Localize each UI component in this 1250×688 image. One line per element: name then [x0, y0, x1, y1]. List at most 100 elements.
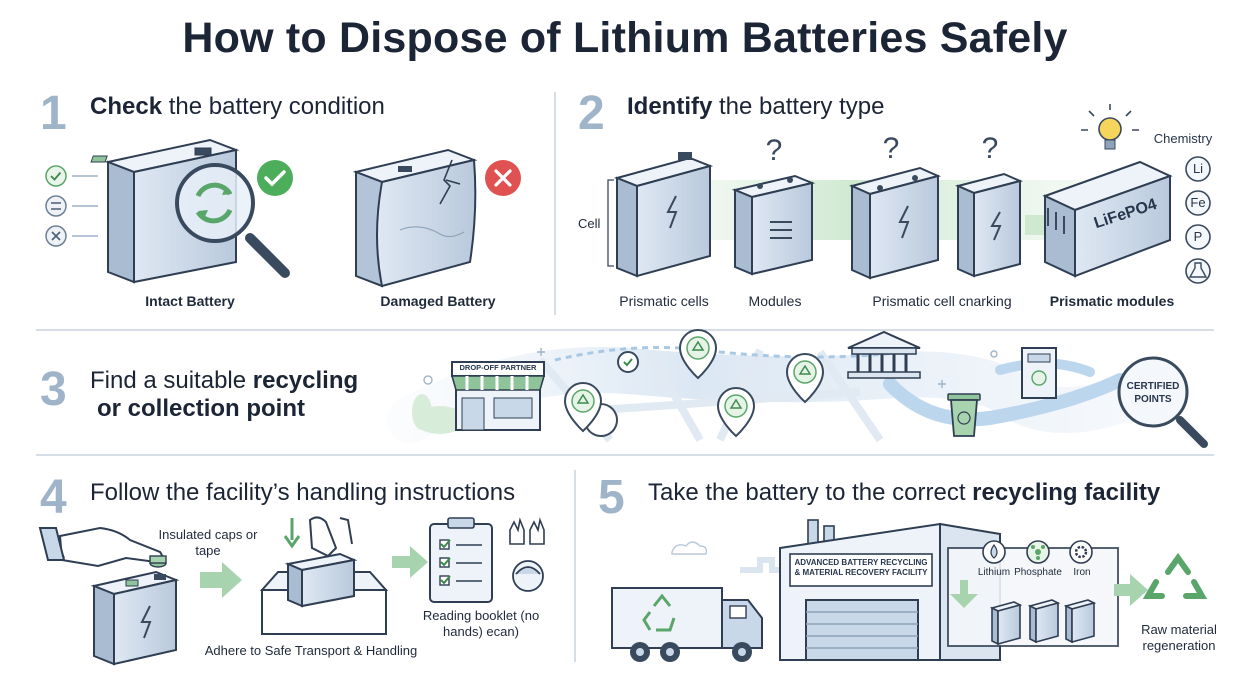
recycling-bin-icon	[947, 393, 981, 437]
flask-icon	[1188, 262, 1208, 278]
phosphate-molecule-icon	[1026, 540, 1050, 564]
map-pins	[563, 328, 825, 438]
checkpoint-pin	[617, 351, 639, 373]
small-cell-illustration	[954, 172, 1024, 278]
route-arrow-flow	[554, 346, 906, 362]
material-phosphate: Phosphate	[1014, 567, 1062, 578]
safe-transport-caption: Adhere to Safe Transport & Handling	[204, 643, 418, 658]
step-2-heading: Identify the battery type	[627, 93, 885, 120]
check-circle-icon	[257, 160, 293, 196]
step-number-3: 3	[40, 363, 67, 416]
certified-points-badge: CERTIFIED POINTS	[1126, 381, 1180, 405]
certified-magnifier-icon	[1117, 356, 1208, 448]
magnifier-icon	[175, 163, 290, 278]
caption-modules: Modules	[748, 293, 802, 309]
x-circle-icon	[485, 160, 521, 196]
cell-side-label: Cell	[578, 216, 601, 231]
section-dividers	[36, 92, 1214, 662]
green-hill-decoration	[412, 394, 466, 434]
question-icon-cell: ?	[982, 132, 999, 165]
legend-equals-icon	[45, 195, 98, 217]
step-5-heading-bold: recycling facility	[972, 479, 1161, 506]
insulated-caps-note: Insulated caps or tape	[158, 527, 258, 559]
gloves-icon	[509, 517, 545, 545]
step-number-4: 4	[40, 471, 67, 524]
step-3-heading-line2: or collection point	[97, 395, 305, 422]
recycle-pin-1	[563, 381, 603, 433]
damaged-battery-illustration	[352, 148, 478, 288]
material-lithium: Lithium	[977, 567, 1011, 578]
chemistry-label: Chemistry	[1153, 131, 1213, 146]
facility-sign: ADVANCED BATTERY RECYCLING & MATERIAL RE…	[794, 558, 928, 578]
lightbulb-icon	[1081, 104, 1139, 150]
chemistry-element-icons	[1185, 156, 1211, 284]
iron-gear-icon	[1069, 540, 1093, 564]
element-fe: Fe	[1190, 195, 1206, 210]
recycle-symbol-icon	[1142, 552, 1208, 599]
handled-battery-illustration	[90, 570, 180, 666]
step-3-heading-plain: Find a suitable	[90, 367, 253, 394]
dropoff-sign: DROP-OFF PARTNER	[459, 363, 537, 372]
truck-illustration	[611, 587, 763, 662]
step-5-heading: Take the battery to the correct recyclin…	[648, 479, 1161, 506]
lithium-drop-icon	[982, 540, 1006, 564]
damaged-battery-label: Damaged Battery	[380, 293, 496, 309]
step-number-1: 1	[40, 87, 67, 140]
arrow-icon-3	[950, 580, 978, 608]
municipal-building-icon	[847, 330, 921, 379]
caption-prismatic-modules: Prismatic modules	[1049, 293, 1175, 309]
recycle-pin-2	[678, 328, 718, 380]
step-number-5: 5	[598, 471, 625, 524]
caption-cell-marking: Prismatic cell cnarking	[872, 293, 1012, 309]
step-1-heading: Check the battery condition	[90, 93, 385, 120]
svg-text:?: ?	[883, 132, 900, 165]
placing-battery-illustration	[259, 516, 389, 635]
booklet-caption: Reading booklet (no hands) ecan)	[422, 608, 540, 640]
cell-marking-illustration	[848, 166, 942, 280]
hand-illustration	[38, 526, 164, 568]
truck-recycle-icon	[642, 593, 676, 632]
step-1-heading-rest: the battery condition	[162, 93, 385, 120]
step-3-heading-bold: recycling	[252, 367, 359, 394]
battery-pack-illustration	[1042, 160, 1173, 278]
step-number-2: 2	[578, 87, 605, 140]
step-1-heading-bold: Check	[90, 93, 163, 120]
step-4-heading: Follow the facility’s handling instructi…	[90, 479, 516, 506]
clipboard-checklist-icon	[429, 517, 493, 603]
insulated-cap-icon	[149, 555, 167, 568]
decor-plus	[423, 348, 998, 388]
page-title: How to Dispose of Lithium Batteries Safe…	[182, 14, 1068, 62]
cloud-decoration	[671, 541, 708, 555]
module-illustration	[731, 174, 816, 276]
arrow-icon-1	[200, 562, 242, 598]
caption-prismatic-cells: Prismatic cells	[619, 293, 709, 309]
raw-material-output: Raw material regeneration	[1141, 622, 1217, 654]
recycle-pin-4	[785, 352, 825, 404]
recycle-pin-3	[716, 386, 756, 438]
element-li: Li	[1192, 161, 1204, 176]
material-icons	[982, 540, 1093, 564]
question-icon-marking: ?	[883, 132, 900, 165]
material-cells	[989, 599, 1097, 646]
arrow-icon-2	[392, 546, 428, 578]
step-2-heading-bold: Identify	[627, 93, 713, 120]
facility-building-illustration	[779, 519, 1119, 661]
step-3-heading-line1: Find a suitable recycling	[90, 367, 359, 394]
step1-legend-icons	[45, 165, 98, 247]
face-shield-icon	[512, 560, 544, 592]
intact-battery-label: Intact Battery	[145, 293, 235, 309]
legend-check-icon	[45, 165, 98, 187]
collection-kiosk-icon	[1021, 347, 1057, 399]
step-2-heading-rest: the battery type	[712, 93, 885, 120]
dropoff-shop-illustration	[450, 361, 546, 431]
arrow-icon-4	[1114, 574, 1148, 606]
blue-swoosh	[883, 373, 1127, 427]
material-iron: Iron	[1073, 567, 1091, 578]
element-p: P	[1193, 229, 1203, 244]
step-5-heading-plain: Take the battery to the correct	[648, 479, 973, 506]
prismatic-cell-illustration	[613, 152, 714, 278]
svg-text:?: ?	[982, 132, 999, 165]
legend-x-icon	[45, 225, 98, 247]
svg-text:?: ?	[766, 134, 783, 167]
